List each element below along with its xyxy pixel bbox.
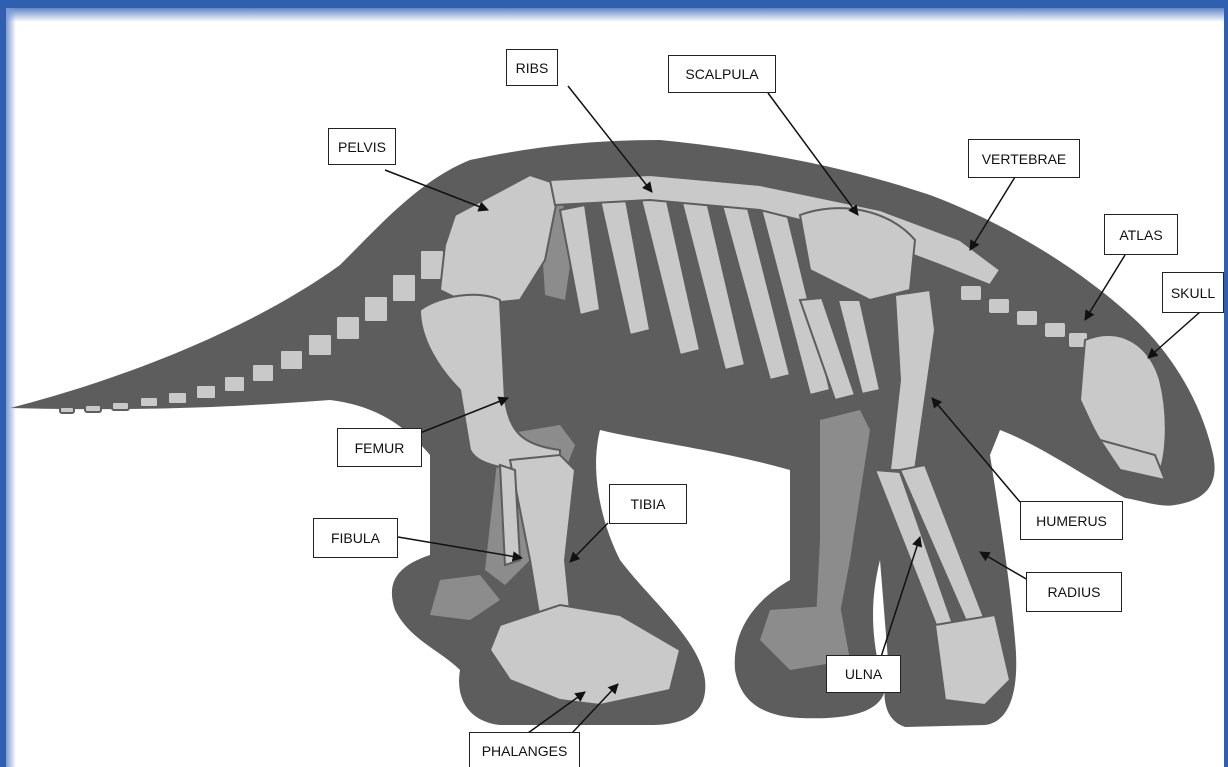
label-fibula: FIBULA (313, 518, 398, 558)
label-skull: SKULL (1162, 272, 1224, 313)
label-radius: RADIUS (1026, 572, 1122, 612)
label-ribs: RIBS (506, 49, 558, 86)
label-tibia: TIBIA (609, 484, 687, 524)
label-femur: FEMUR (337, 428, 422, 467)
label-phalanges: PHALANGES (469, 732, 580, 767)
label-ulna: ULNA (826, 655, 901, 693)
skull-leader (1148, 312, 1200, 358)
label-pelvis: PELVIS (328, 128, 396, 165)
label-atlas: ATLAS (1104, 214, 1178, 255)
label-scapula: SCALPULA (668, 55, 776, 93)
label-humerus: HUMERUS (1020, 501, 1123, 540)
label-vertebrae: VERTEBRAE (968, 139, 1080, 178)
front-foot-bones (935, 615, 1010, 705)
